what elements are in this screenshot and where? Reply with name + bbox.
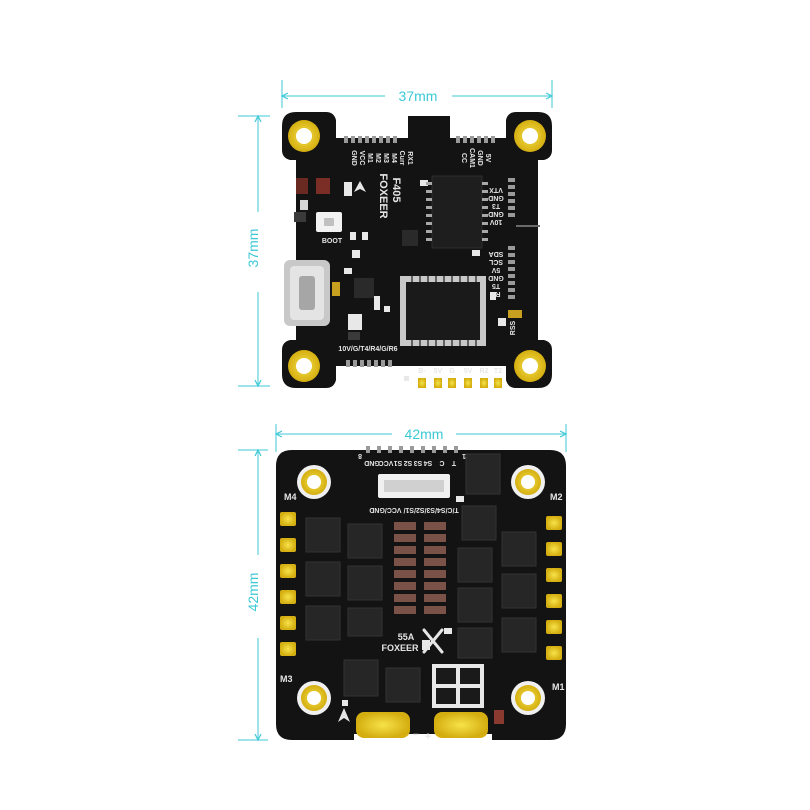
esc-battery-pads (356, 712, 488, 738)
fc-label-rx1: RX1 (406, 151, 413, 165)
fc-dimension-width: 37mm (282, 80, 552, 108)
fc-label-5v-2: 5V (491, 266, 500, 273)
fc-label-m2: M2 (374, 153, 381, 163)
fc-dimension-height: 37mm (238, 116, 270, 386)
esc-pin-s1: S1 (394, 459, 403, 466)
fc-arrow-marker (354, 181, 366, 192)
esc-label-m2: M2 (550, 492, 563, 502)
fc-rss-label: RSS (510, 320, 517, 335)
esc-motor-pads-left (280, 512, 296, 656)
usb-c-port (284, 260, 330, 326)
esc-pin-t: T (451, 459, 456, 466)
fc-label-gnd-4: GND (488, 210, 504, 217)
esc-current-rating: 55A (398, 632, 415, 642)
fc-label-b-minus: B- (418, 368, 426, 375)
fc-mcu-chip (400, 276, 486, 346)
fc-top-connector-pads (344, 136, 495, 143)
fc-label-t3: T3 (492, 202, 500, 209)
esc-pin-number-1: 1 (462, 452, 466, 459)
fc-small-components (294, 178, 506, 381)
fc-label-5v-4: 5V (464, 368, 473, 375)
esc-minus-label: − (413, 729, 419, 741)
esc-resistor-arrays (394, 522, 446, 614)
esc-label-m3: M3 (280, 674, 293, 684)
esc-pin-s3: S3 (414, 459, 423, 466)
fc-label-gnd-3: GND (488, 194, 504, 201)
fc-right-connector-pads (508, 178, 515, 299)
esc-dimension-height: 42mm (238, 450, 268, 740)
fc-label-r2: R2 (480, 368, 489, 375)
fc-height-label: 37mm (245, 229, 261, 268)
fc-label-t2: T2 (494, 368, 502, 375)
esc-pin-c: C (439, 459, 444, 466)
esc-current-shunts (432, 664, 484, 708)
esc-motor-pads-right (546, 516, 562, 660)
fc-label-gnd-5: GND (488, 274, 504, 281)
fc-bottom-left-label: 10V/G/T4/R4/G/R6 (338, 346, 397, 353)
fc-label-m1: M1 (366, 153, 373, 163)
fc-brand: FOXEER (377, 173, 389, 218)
esc-dimension-width: 42mm (276, 424, 566, 452)
esc-pin-number-8: 8 (358, 452, 362, 459)
fc-label-vtx: VTX (489, 186, 503, 193)
esc-top-connector (366, 446, 458, 498)
fc-label-sda: SDA (489, 250, 504, 257)
fc-boot-label: BOOT (322, 238, 343, 245)
fc-width-label: 37mm (399, 88, 438, 104)
esc-pin-gnd: GND (364, 459, 380, 466)
fc-label-t5: T5 (492, 282, 500, 289)
fc-label-cam1: CAM1 (468, 148, 475, 168)
fc-label-r5: R5 (491, 290, 500, 297)
esc-mounting-holes (297, 465, 545, 715)
esc-pin-s2: S2 (404, 459, 413, 466)
fc-label-scl: SCL (488, 258, 503, 265)
esc-width-label: 42mm (405, 426, 444, 442)
fc-label-10v: 10V (489, 218, 502, 225)
esc-small-components (342, 496, 504, 724)
fc-label-curr: Curr (398, 151, 405, 166)
esc-plus-label: + (425, 731, 431, 743)
esc-pin-vcc: VCC (379, 459, 394, 466)
fc-label-g: G (449, 368, 455, 375)
esc-pin-s4: S4 (424, 459, 433, 466)
esc-board: 8 1 GND VCC S1 S2 S3 S4 C T T/C/S4/S3/S2… (276, 446, 566, 743)
esc-label-m4: M4 (284, 492, 297, 502)
flight-controller-board: GND VCC M1 M2 M3 M4 Curr RX1 CC CAM1 GND… (282, 112, 552, 388)
fc-label-5v: 5V (484, 154, 491, 163)
fc-label-gnd: GND (350, 150, 357, 166)
esc-brand: FOXEER (381, 643, 419, 653)
fc-label-cc: CC (460, 153, 467, 163)
fc-label-m3: M3 (382, 153, 389, 163)
esc-arrow-marker (338, 708, 350, 722)
fc-model: F405 (390, 177, 402, 202)
foxeer-logo-icon (422, 628, 444, 654)
fc-bottom-solder-pads (418, 378, 502, 388)
fc-label-gnd-2: GND (476, 150, 483, 166)
esc-pinout-label: T/C/S4/S3/S2/S1/ VCC/GND (369, 506, 458, 513)
fc-label-m4: M4 (390, 153, 397, 163)
fc-bottom-connector-pads (346, 360, 392, 367)
esc-mosfets (305, 453, 537, 703)
esc-label-m1: M1 (552, 682, 565, 692)
fc-label-5v-3: 5V (434, 368, 443, 375)
fc-mounting-holes (288, 120, 546, 382)
fc-soic-chip (426, 175, 488, 249)
esc-height-label: 42mm (245, 573, 261, 612)
fc-label-vcc: VCC (358, 151, 365, 166)
